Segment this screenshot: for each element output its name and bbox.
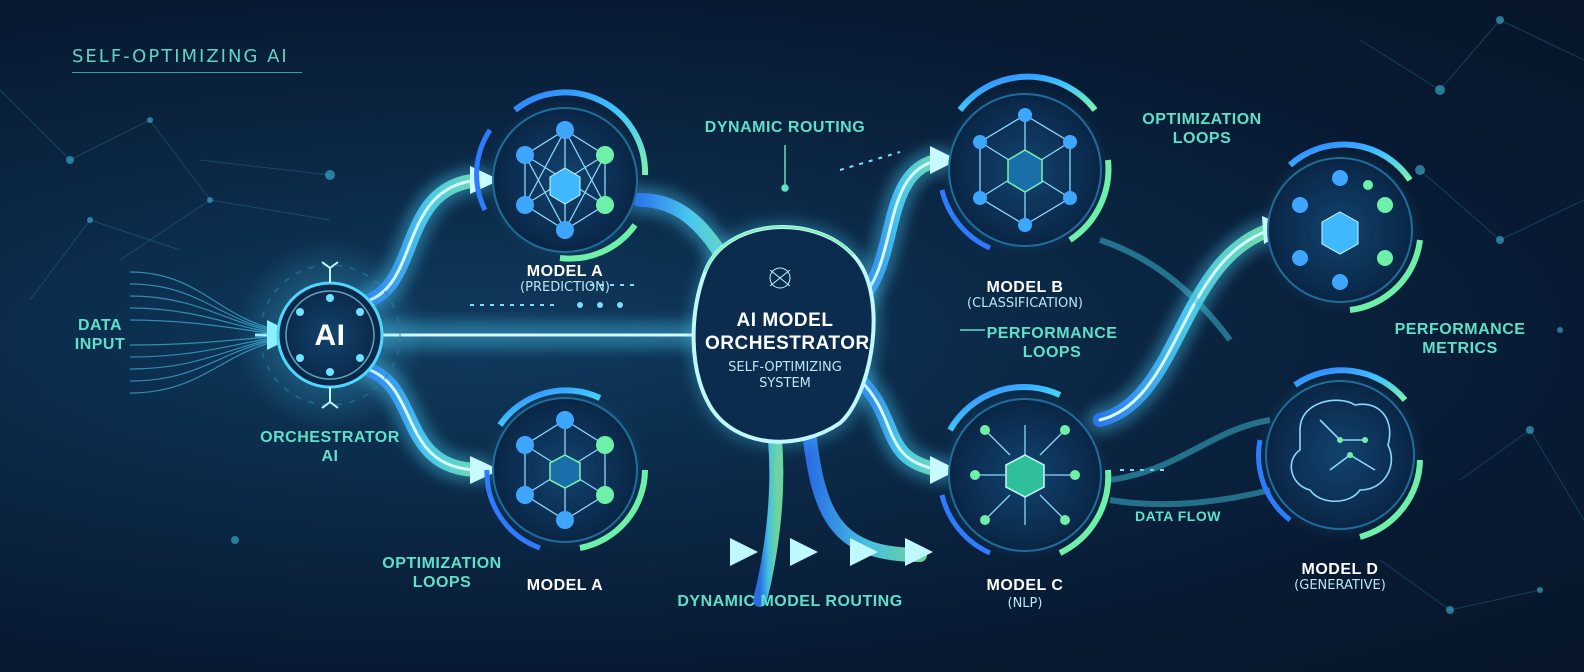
center-title: AI MODEL ORCHESTRATOR bbox=[705, 310, 870, 354]
model-c-node bbox=[939, 383, 1112, 560]
model-top-right-node bbox=[1258, 141, 1423, 313]
model-a-bottom-name: MODEL A bbox=[526, 577, 604, 594]
performance-metrics-label: PERFORMANCE METRICS bbox=[1394, 321, 1526, 358]
header-underline bbox=[72, 72, 302, 73]
performance-loops-label: PERFORMANCE LOOPS bbox=[986, 325, 1118, 362]
model-b-name: MODEL B bbox=[986, 279, 1064, 296]
model-b-node bbox=[939, 73, 1112, 255]
dynamic-model-routing-arrows bbox=[629, 538, 941, 566]
model-a-top-kind: (PREDICTION) bbox=[520, 280, 610, 295]
center-subtitle: SELF-OPTIMIZING SYSTEM bbox=[728, 360, 842, 391]
orchestrator-ai-label: ORCHESTRATOR AI bbox=[260, 429, 400, 466]
model-d-node bbox=[1255, 367, 1425, 540]
data-input-label: DATA INPUT bbox=[74, 317, 126, 354]
model-a-top-name: MODEL A bbox=[526, 263, 604, 280]
right-connectors bbox=[1099, 237, 1271, 508]
optimization-loops-top-label: OPTIMIZATION LOOPS bbox=[1142, 111, 1262, 148]
dynamic-model-routing-label: DYNAMIC MODEL ROUTING bbox=[677, 593, 903, 610]
model-d-kind: (GENERATIVE) bbox=[1294, 578, 1386, 593]
dynamic-routing-label: DYNAMIC ROUTING bbox=[704, 119, 866, 136]
model-c-kind: (NLP) bbox=[1007, 596, 1043, 611]
data-flow-label: DATA FLOW bbox=[1135, 508, 1221, 524]
model-a-bottom-node bbox=[484, 387, 648, 551]
header-tag: SELF-OPTIMIZING AI bbox=[72, 46, 289, 67]
center-orchestrator-node bbox=[687, 220, 883, 449]
dashed-signal-lines bbox=[470, 151, 1170, 471]
orchestrator-ai-node bbox=[235, 240, 425, 430]
model-c-name: MODEL C bbox=[986, 577, 1064, 594]
model-a-top-node bbox=[474, 89, 649, 262]
model-d-name: MODEL D bbox=[1301, 561, 1379, 578]
model-b-kind: (CLASSIFICATION) bbox=[967, 296, 1083, 311]
background-dots bbox=[66, 16, 1563, 614]
ai-glyph: AI bbox=[314, 319, 346, 352]
optimization-loops-bottom-label: OPTIMIZATION LOOPS bbox=[382, 555, 502, 592]
